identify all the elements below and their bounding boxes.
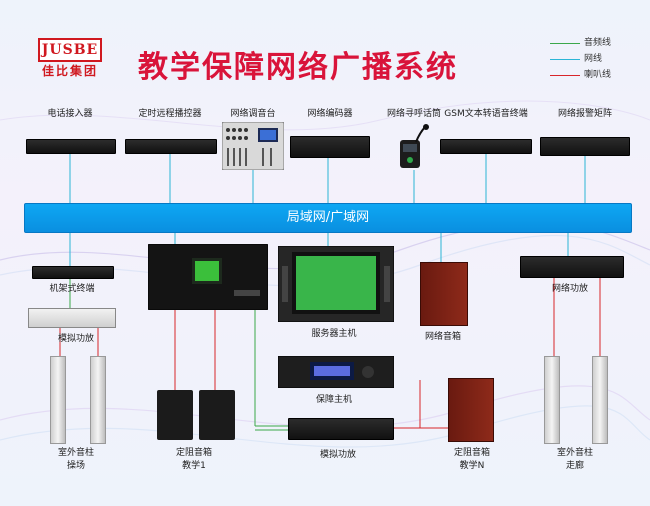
brand-name: 佳比集团 <box>41 64 98 78</box>
legend-item-network: 网线 <box>548 52 638 68</box>
wall-speaker-right-device <box>448 378 494 442</box>
label-analog-amp-bottom: 模拟功放 <box>319 450 357 460</box>
legend-label: 喇叭线 <box>584 70 612 80</box>
label-encoder: 网络编码器 <box>307 109 353 119</box>
paging-mic-device <box>400 124 429 168</box>
page-title: 教学保障网络广播系统 <box>138 50 458 85</box>
network-amp-device <box>520 256 624 278</box>
brand-logo: JUSBE <box>38 38 102 62</box>
wall-speaker-left-2 <box>199 390 235 440</box>
label-analog-amp-left: 模拟功放 <box>58 334 95 344</box>
label-phone-access: 电话接入器 <box>47 109 93 119</box>
label-rack-terminal: 机架式终端 <box>49 284 95 294</box>
network-speaker-device <box>420 262 468 326</box>
gsm-tts-device <box>440 139 532 154</box>
analog-amp-left-device <box>28 308 116 328</box>
legend-item-speaker: 喇叭线 <box>548 68 638 84</box>
label-speaker-column-right: 室外音柱 走廊 <box>556 448 594 471</box>
label-wall-speaker-right: 定阻音箱 教学N <box>453 448 491 471</box>
legend: 音频线 网线 喇叭线 <box>548 36 638 84</box>
wall-speaker-left-1 <box>157 390 193 440</box>
label-mixer: 网络调音台 <box>230 109 276 119</box>
label-network-speaker: 网络音箱 <box>424 332 462 342</box>
alarm-matrix-device <box>540 137 630 156</box>
legend-item-audio: 音频线 <box>548 36 638 52</box>
timer-controller-device <box>125 139 217 154</box>
label-paging-mic: 网络寻呼话筒 <box>386 109 442 119</box>
label-gsm-tts: GSM文本转语音终端 <box>444 109 528 119</box>
legend-swatch-audio <box>550 43 580 44</box>
speaker-column-right-1 <box>544 356 560 444</box>
label-timer-controller: 定时远程播控器 <box>138 109 202 119</box>
legend-swatch-speaker <box>550 75 580 76</box>
phone-access-device <box>26 139 116 154</box>
analog-amp-bottom-device <box>288 418 394 440</box>
lan-bus: 局域网/广域网 <box>24 203 632 233</box>
speaker-column-left-2 <box>90 356 106 444</box>
legend-swatch-network <box>550 59 580 60</box>
label-alarm-matrix: 网络报警矩阵 <box>557 109 613 119</box>
label-wall-speaker-left: 定阻音箱 教学1 <box>175 448 213 471</box>
label-backup-host: 保障主机 <box>315 395 353 405</box>
backup-host-device <box>278 356 394 388</box>
encoder-device <box>290 136 370 158</box>
legend-label: 网线 <box>584 54 603 64</box>
network-player-device <box>148 244 268 310</box>
legend-label: 音频线 <box>584 38 612 48</box>
speaker-column-left-1 <box>50 356 66 444</box>
label-network-amp: 网络功放 <box>551 284 589 294</box>
server-host-device <box>278 246 394 322</box>
mixer-device <box>222 122 284 170</box>
speaker-column-right-2 <box>592 356 608 444</box>
label-server-host: 服务器主机 <box>311 329 357 339</box>
rack-terminal-device <box>32 266 114 279</box>
lan-label: 局域网/广域网 <box>286 210 370 225</box>
label-speaker-column-left: 室外音柱 操场 <box>57 448 95 471</box>
